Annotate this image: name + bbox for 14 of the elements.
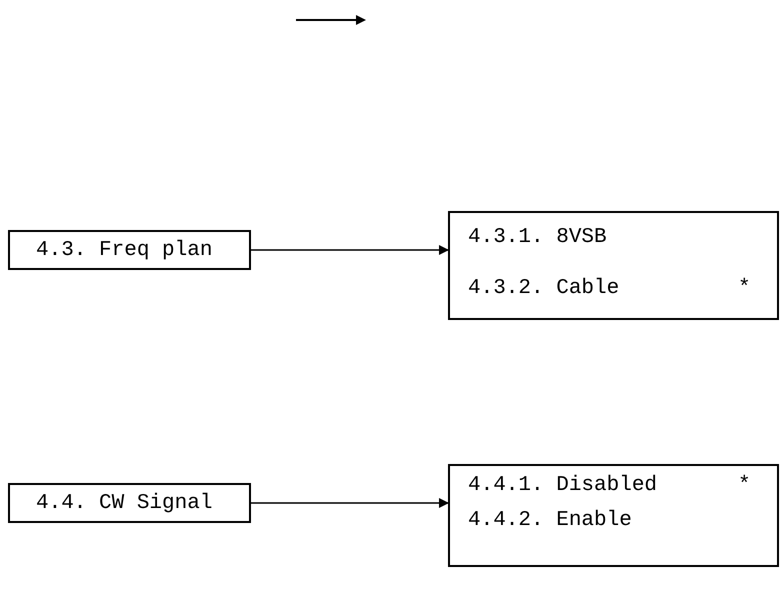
menu-item-text: 4.3. Freq plan [36,239,212,263]
menu-box [448,211,779,320]
menu-box [448,464,779,567]
menu-item-text: 4.4. CW Signal [36,492,212,516]
menu-item-text: * [738,277,751,301]
arrow [251,245,449,255]
menu-item-text: 4.3.2. Cable [468,277,620,301]
menu-item-text: 4.3.1. 8VSB [468,226,607,250]
menu-box [8,483,251,523]
menu-box [8,230,251,270]
menu-item-text: * [738,474,751,498]
arrow [251,498,449,508]
menu-item-text: 4.4.1. Disabled [468,474,658,498]
menu-item-text: 4.4.2. Enable [468,509,632,533]
